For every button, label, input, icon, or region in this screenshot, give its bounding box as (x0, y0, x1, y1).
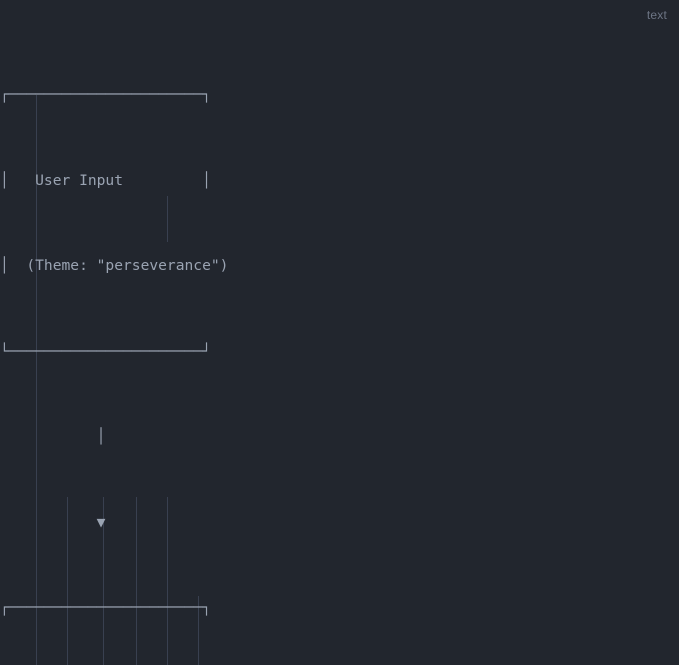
diagram-line-2: │ User Input │ (0, 171, 211, 189)
diagram-line-3: │ (Theme: "perseverance") (0, 257, 229, 274)
diagram-line-5: │ (0, 428, 106, 445)
ascii-diagram: ┌──────────────────────┐ │ User Input │ … (0, 24, 679, 665)
diagram-line-1: ┌──────────────────────┐ (0, 86, 211, 103)
diagram-line-4: └──────────────────────┘ (0, 342, 211, 360)
diagram-line-6: ▼ (0, 513, 106, 531)
diagram-line-7: ┌──────────────────────┐ (0, 599, 211, 616)
language-label: text (646, 8, 667, 22)
